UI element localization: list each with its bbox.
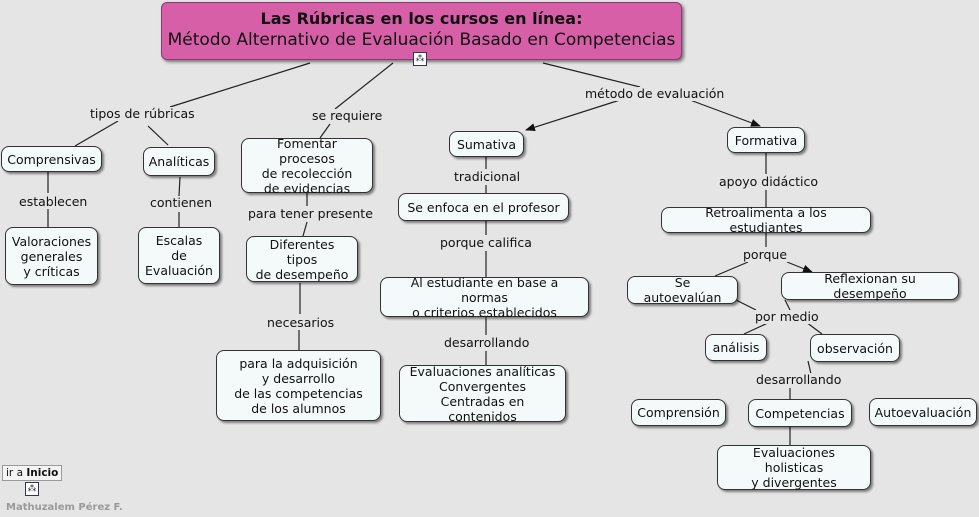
author-credit: Mathuzalem Pérez F. bbox=[6, 502, 123, 513]
link bbox=[169, 62, 311, 108]
concept-evaluaciones-holisticas[interactable]: Evaluaciones holisticas y divergentes bbox=[717, 445, 871, 490]
concept-comprensivas[interactable]: Comprensivas bbox=[1, 146, 102, 172]
link bbox=[74, 120, 119, 147]
phrase-establecen: establecen bbox=[18, 194, 89, 209]
phrase-desarrollando-sumativa: desarrollando bbox=[443, 335, 531, 350]
home-link-label: Inicio bbox=[26, 467, 59, 479]
concept-retroalimenta[interactable]: Retroalimenta a los estudiantes bbox=[661, 205, 871, 235]
home-link[interactable]: ir a Inicio bbox=[2, 465, 62, 481]
link bbox=[786, 261, 813, 273]
concept-map-icon[interactable]: ⁂ bbox=[25, 482, 39, 496]
title-line-1: Las Rúbricas en los cursos en línea: bbox=[260, 9, 583, 28]
home-link-prefix: ir a bbox=[6, 467, 27, 479]
phrase-se-requiere: se requiere bbox=[311, 108, 384, 123]
concept-competencias[interactable]: Competencias bbox=[748, 399, 852, 427]
concept-se-enfoca[interactable]: Se enfoca en el profesor bbox=[398, 193, 569, 221]
concept-reflexionan[interactable]: Reflexionan su desempeño bbox=[781, 271, 959, 301]
phrase-contienen: contienen bbox=[149, 195, 214, 210]
phrase-porque: porque bbox=[742, 247, 789, 262]
link bbox=[178, 176, 181, 197]
title-line-2: Método Alternativo de Evaluación Basado … bbox=[167, 30, 676, 50]
link bbox=[542, 62, 641, 88]
concept-evaluaciones-analiticas[interactable]: Evaluaciones analíticas Convergentes Cen… bbox=[399, 364, 566, 424]
phrase-tradicional: tradicional bbox=[453, 169, 522, 184]
phrase-desarrollando-formativa: desarrollando bbox=[755, 372, 843, 387]
link bbox=[805, 321, 823, 335]
phrase-por-medio: por medio bbox=[754, 309, 820, 324]
phrase-metodo-de-evaluacion: método de evaluación bbox=[584, 86, 726, 101]
concept-autoevaluacion[interactable]: Autoevaluación bbox=[869, 398, 977, 426]
phrase-para-tener-presente: para tener presente bbox=[247, 206, 374, 221]
concept-map-icon[interactable]: ⁂ bbox=[413, 52, 427, 66]
link bbox=[302, 221, 308, 237]
link bbox=[319, 123, 331, 139]
concept-escalas[interactable]: Escalas de Evaluación bbox=[138, 227, 220, 284]
phrase-necesarios: necesarios bbox=[266, 315, 336, 330]
concept-adquisicion[interactable]: para la adquisición y desarrollo de las … bbox=[216, 350, 381, 421]
phrase-tipos-de-rubricas: tipos de rúbricas bbox=[89, 106, 196, 121]
link bbox=[689, 99, 761, 127]
link bbox=[743, 321, 771, 335]
concept-analisis[interactable]: análisis bbox=[705, 334, 767, 361]
concept-comprension[interactable]: Comprensión bbox=[631, 399, 726, 426]
link bbox=[807, 360, 812, 375]
concept-se-autoevaluan[interactable]: Se autoevalúan bbox=[627, 275, 738, 305]
phrase-porque-califica: porque califica bbox=[439, 235, 533, 250]
concept-valoraciones[interactable]: Valoraciones generales y críticas bbox=[5, 227, 98, 285]
concept-observacion[interactable]: observación bbox=[810, 334, 900, 362]
link bbox=[735, 299, 757, 311]
phrase-apoyo-didactico: apoyo didáctico bbox=[718, 174, 820, 189]
link bbox=[714, 261, 749, 277]
concept-sumativa[interactable]: Sumativa bbox=[449, 131, 524, 157]
link bbox=[334, 62, 394, 110]
concept-al-estudiante[interactable]: Al estudiante en base a normas o criteri… bbox=[380, 275, 589, 320]
concept-formativa[interactable]: Formativa bbox=[727, 127, 805, 153]
concept-analiticas[interactable]: Analíticas bbox=[143, 147, 215, 176]
concept-diferentes-tipos[interactable]: Diferentes tipos de desempeño bbox=[246, 236, 358, 282]
link bbox=[784, 299, 791, 311]
link bbox=[147, 125, 169, 146]
link bbox=[525, 99, 621, 132]
concept-fomentar[interactable]: Fomentar procesos de recolección de evid… bbox=[241, 136, 373, 196]
